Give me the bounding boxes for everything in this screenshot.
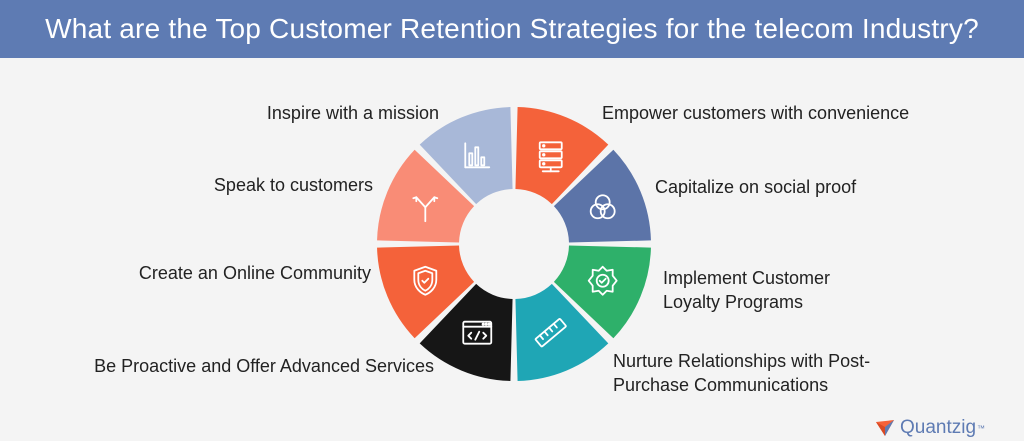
ruler-icon-part: [534, 318, 567, 348]
ruler-icon-part: [552, 322, 558, 329]
code-window-icon-part: [484, 322, 488, 326]
label-speak-customers: Speak to customers: [213, 175, 373, 195]
wheel-segment-5: [419, 283, 513, 381]
page-title: What are the Top Customer Retention Stra…: [45, 13, 979, 44]
quantzig-logo: Quantzig ™: [874, 416, 985, 440]
label-loyalty-programs: Implement Customer Loyalty Programs: [663, 266, 830, 314]
wheel-segment-6: [377, 245, 475, 339]
server-icon-part: [542, 144, 546, 148]
label-loyalty-line1: Implement Customer: [663, 268, 831, 288]
badge-check-icon-part: [598, 277, 607, 284]
code-window-icon-part: [487, 322, 491, 326]
label-online-community: Create an Online Community: [138, 263, 371, 283]
code-window-icon-part: [474, 330, 481, 341]
bar-chart-icon-part: [474, 146, 480, 167]
quantzig-logo-icon: [876, 420, 894, 436]
badge-check-icon: [587, 265, 618, 296]
split-arrows-icon: [412, 196, 439, 223]
logo-text: Quantzig: [900, 417, 977, 438]
bar-chart-icon-part: [468, 152, 474, 167]
venn-circles-icon-part: [599, 203, 616, 220]
label-inspire-mission: Inspire with a mission: [266, 103, 439, 123]
server-icon-part: [542, 153, 546, 157]
badge-check-icon-part: [595, 273, 610, 288]
server-icon: [538, 141, 563, 173]
ruler-icon-part: [538, 334, 544, 341]
shield-check-icon-part: [421, 277, 430, 284]
wheel-segment-3: [553, 245, 651, 339]
split-arrows-icon-part: [424, 196, 436, 209]
bar-chart-icon: [464, 142, 491, 169]
code-window-icon-part: [467, 331, 473, 340]
shield-check-icon-part: [413, 265, 438, 296]
venn-circles-icon: [589, 194, 616, 220]
wheel-segment-4: [515, 283, 609, 381]
logo-trademark: ™: [977, 423, 986, 433]
shield-check-icon: [413, 265, 438, 296]
venn-circles-icon-part: [589, 203, 606, 220]
split-arrows-icon-part: [412, 196, 418, 203]
label-nurture-line2: Purchase Communications: [613, 375, 829, 395]
label-nurture-relationships: Nurture Relationships with Post- Purchas…: [613, 349, 870, 397]
bar-chart-icon-part: [480, 156, 486, 167]
ruler-icon-part: [548, 326, 554, 333]
label-proactive-services: Be Proactive and Offer Advanced Services: [94, 356, 434, 376]
code-window-icon-part: [462, 320, 493, 345]
code-window-icon-part: [481, 322, 485, 326]
code-window-icon: [462, 320, 493, 345]
label-loyalty-line2: Loyalty Programs: [663, 292, 804, 312]
ruler-icon-part: [543, 330, 549, 337]
split-arrows-icon-part: [415, 196, 427, 209]
badge-check-icon-part: [587, 265, 618, 296]
server-icon-part: [538, 150, 563, 160]
title-banner: What are the Top Customer Retention Stra…: [0, 0, 1024, 58]
wheel-segment-7: [377, 149, 475, 243]
ruler-icon: [534, 318, 567, 348]
label-social-proof: Capitalize on social proof: [655, 177, 857, 197]
ruler-icon-part: [534, 318, 567, 348]
shield-check-icon-part: [417, 269, 434, 292]
server-icon-part: [538, 141, 563, 151]
split-arrows-icon-part: [433, 196, 439, 203]
code-window-icon-part: [482, 331, 488, 340]
server-icon-part: [542, 162, 546, 166]
label-nurture-line1: Nurture Relationships with Post-: [613, 351, 871, 371]
label-empower-convenience: Empower customers with convenience: [602, 103, 910, 123]
venn-circles-icon-part: [594, 194, 611, 211]
